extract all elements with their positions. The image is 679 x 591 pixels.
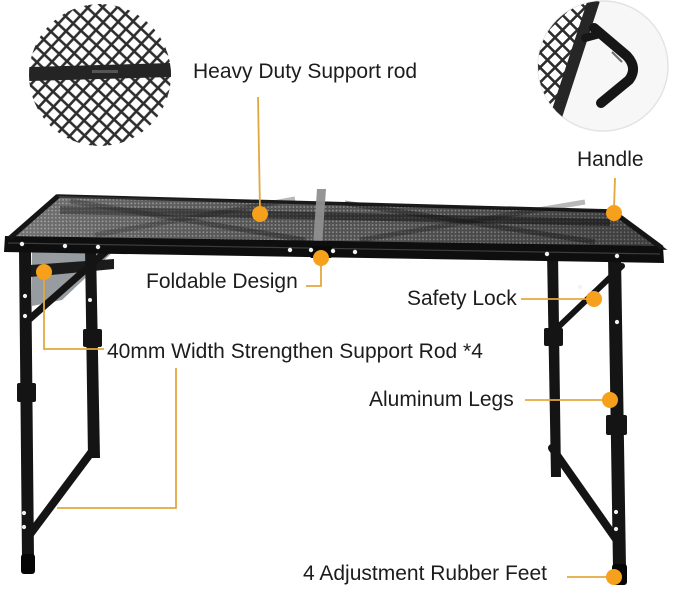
- aluminum-legs-marker: [602, 392, 618, 408]
- foldable-design-marker: [313, 250, 329, 266]
- back-right-leg: [547, 252, 561, 477]
- label-safety-lock: Safety Lock: [407, 287, 517, 310]
- front-left-rubber-foot: [21, 554, 35, 574]
- label-support-rod: 40mm Width Strengthen Support Rod *4: [107, 340, 483, 363]
- callout-leaders: [36, 96, 622, 585]
- front-left-leg: [19, 250, 34, 558]
- safety-lock-marker: [586, 291, 602, 307]
- label-aluminum-legs: Aluminum Legs: [369, 388, 514, 411]
- left-leg-assembly: [17, 244, 116, 574]
- lower-right-brace: [548, 444, 622, 546]
- right-leg-assembly: [544, 252, 627, 585]
- label-rubber-feet: 4 Adjustment Rubber Feet: [303, 562, 547, 585]
- handle-detail-inset: [537, 0, 669, 132]
- back-left-leg-lock-sleeve: [83, 329, 102, 347]
- fold-line: [313, 189, 326, 246]
- front-left-leg-lock-sleeve: [17, 383, 36, 402]
- lower-left-brace: [24, 446, 97, 541]
- front-right-leg: [608, 256, 626, 568]
- support-rod-marker: [36, 264, 52, 280]
- label-heavy-duty-support-rod: Heavy Duty Support rod: [193, 60, 418, 83]
- heavy-duty-support-rod-marker: [252, 206, 268, 222]
- handle-closeup: [589, 23, 638, 108]
- back-left-leg: [85, 248, 100, 458]
- front-right-leg-lock-sleeve: [606, 415, 627, 435]
- label-foldable-design: Foldable Design: [146, 270, 298, 293]
- label-handle: Handle: [577, 148, 644, 171]
- rubber-feet-marker: [606, 569, 622, 585]
- tabletop: [4, 189, 668, 263]
- mesh-detail-inset: [29, 4, 171, 146]
- back-right-leg-lock-sleeve: [544, 328, 563, 346]
- handle-marker: [606, 205, 622, 221]
